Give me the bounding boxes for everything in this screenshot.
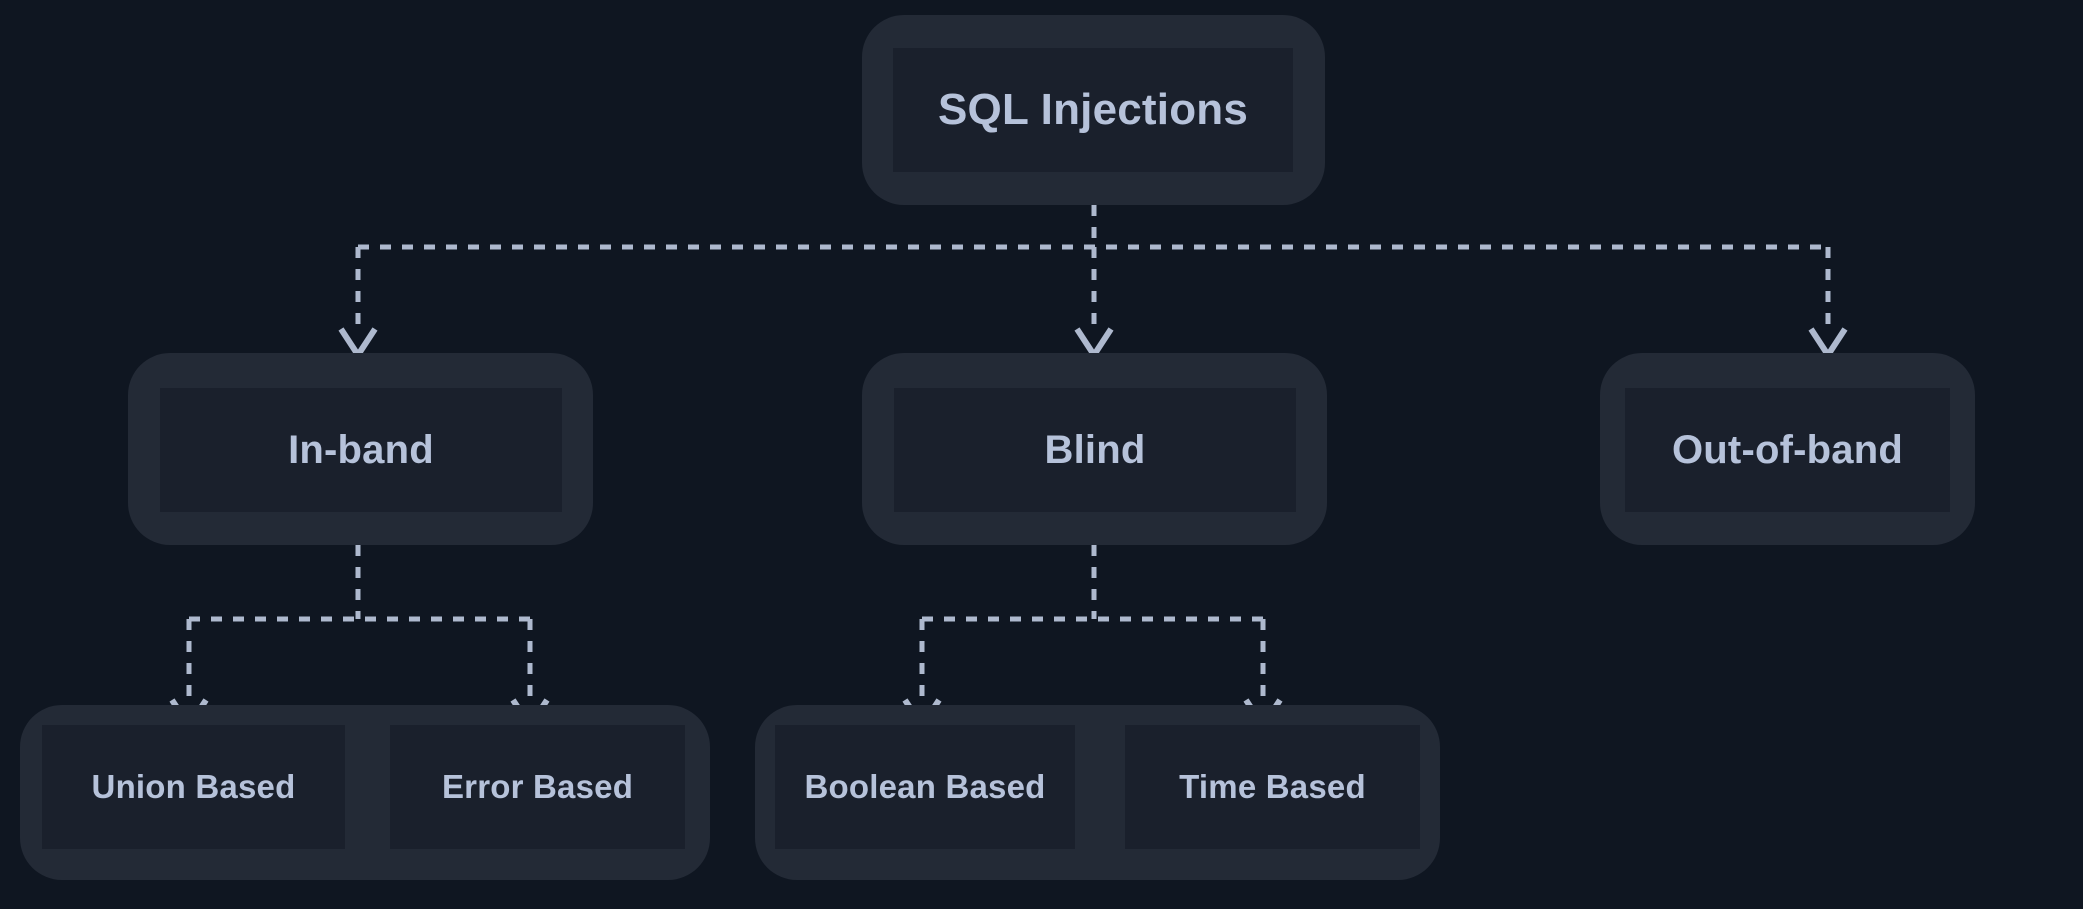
arrowhead-inband (341, 329, 375, 355)
node-error-based[interactable]: Error Based (390, 725, 685, 849)
node-group-blind[interactable]: Blind (862, 353, 1327, 545)
node-boolean-based-label: Boolean Based (804, 768, 1046, 805)
node-group-blind-children[interactable]: Boolean Based Time Based (755, 705, 1440, 880)
node-union-based[interactable]: Union Based (42, 725, 345, 849)
arrowhead-outofband (1811, 329, 1845, 355)
node-root[interactable]: SQL Injections (893, 48, 1293, 172)
node-outofband[interactable]: Out-of-band (1625, 388, 1950, 512)
node-error-based-label: Error Based (441, 768, 634, 805)
node-group-inband[interactable]: In-band (128, 353, 593, 545)
node-group-inband-children[interactable]: Union Based Error Based (20, 705, 710, 880)
node-union-based-label: Union Based (91, 768, 296, 805)
node-boolean-based[interactable]: Boolean Based (775, 725, 1075, 849)
node-inband-label: In-band (288, 427, 434, 472)
node-group-outofband[interactable]: Out-of-band (1600, 353, 1975, 545)
node-root-label: SQL Injections (937, 85, 1249, 134)
node-blind[interactable]: Blind (894, 388, 1296, 512)
node-outofband-label: Out-of-band (1671, 427, 1903, 472)
node-inband[interactable]: In-band (160, 388, 562, 512)
node-blind-label: Blind (1044, 427, 1146, 472)
node-time-based[interactable]: Time Based (1125, 725, 1420, 849)
node-time-based-label: Time Based (1179, 768, 1366, 805)
arrowhead-blind (1077, 329, 1111, 355)
node-group-root[interactable]: SQL Injections (862, 15, 1325, 205)
